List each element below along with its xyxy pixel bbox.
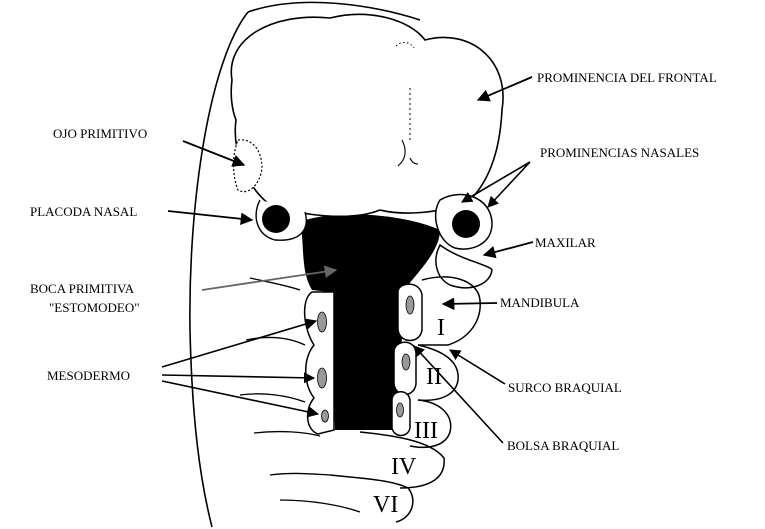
label-mandibula: MANDIBULA — [500, 295, 580, 310]
mesoderm-dot-1 — [318, 312, 327, 332]
label-estomodeo: "ESTOMODEO" — [49, 300, 140, 315]
arrow-mesodermo-3 — [162, 381, 318, 414]
arch-VI — [330, 475, 413, 522]
label-bolsa-braquial: BOLSA BRAQUIAL — [507, 438, 619, 453]
arrow-maxilar — [484, 242, 533, 255]
label-placoda-nasal: PLACODA NASAL — [30, 204, 137, 219]
label-frontal: PROMINENCIA DEL FRONTAL — [537, 70, 717, 85]
arrow-mesodermo-2 — [162, 375, 314, 378]
mesoderm-dot-2 — [318, 368, 327, 388]
label-surco-braquial: SURCO BRAQUIAL — [508, 380, 622, 395]
arch-numeral-III: III — [414, 418, 438, 444]
mesoderm-dot-3 — [322, 410, 329, 422]
arch-numeral-I: I — [437, 315, 445, 341]
arrow-mesodermo-1 — [162, 321, 316, 367]
nasal-pit-right — [452, 210, 480, 238]
nasal-placode-left — [262, 205, 290, 233]
arrow-placoda — [168, 211, 252, 220]
arrow-mandibula — [443, 303, 497, 304]
frontal-prominence — [231, 14, 503, 216]
label-boca-primitiva: BOCA PRIMITIVA — [30, 281, 135, 296]
arch-numeral-IV: IV — [391, 454, 417, 480]
label-maxilar: MAXILAR — [535, 235, 596, 250]
label-prominencias-nasales: PROMINENCIAS NASALES — [540, 145, 699, 160]
label-ojo-primitivo: OJO PRIMITIVO — [53, 126, 147, 141]
arch-numeral-II: II — [426, 364, 442, 390]
arrow-nasales-2 — [488, 162, 530, 207]
arch-numeral-VI: VI — [373, 492, 398, 518]
label-mesodermo: MESODERMO — [47, 368, 130, 383]
